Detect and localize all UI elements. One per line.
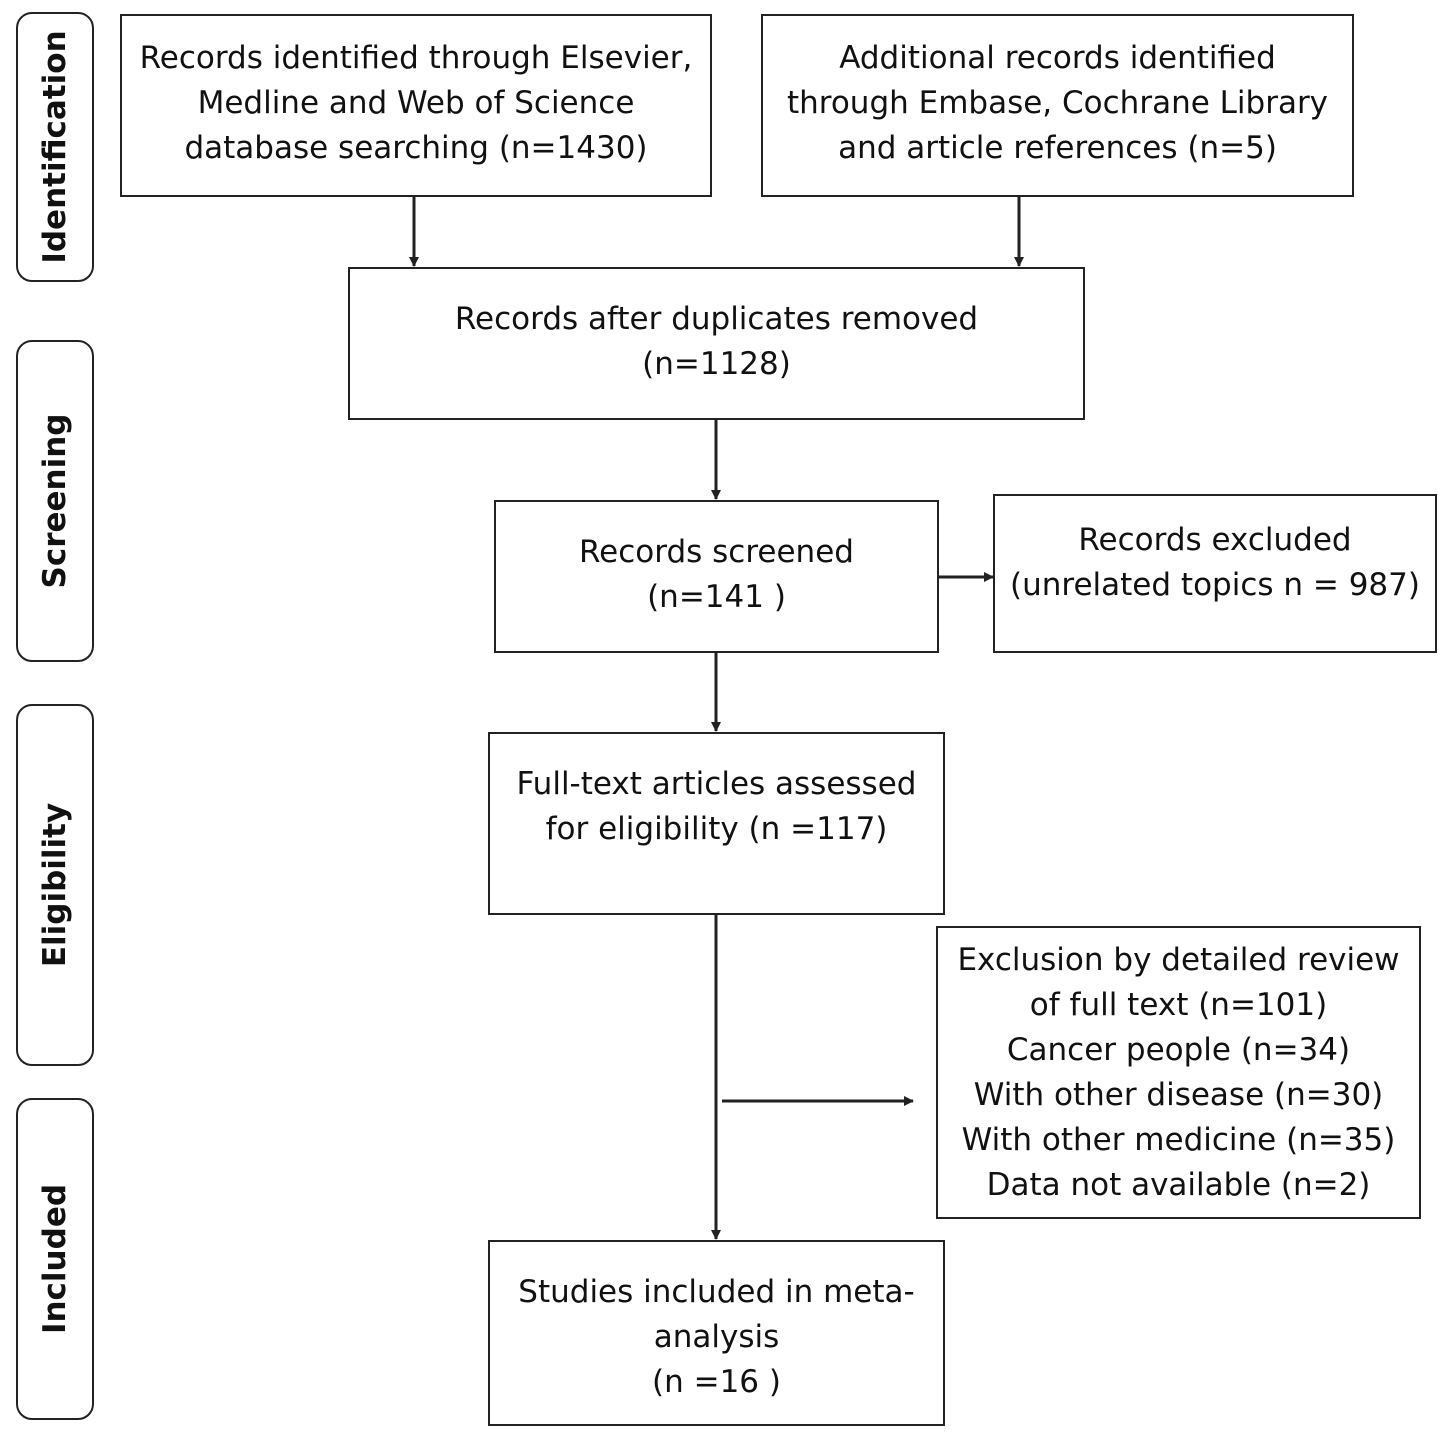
box-records-identified-databases: Records identified through Elsevier, Med… — [120, 14, 712, 197]
box-records-after-duplicates: Records after duplicates removed (n=1128… — [348, 267, 1085, 420]
box-text-line: analysis — [653, 1319, 780, 1355]
box-text-line: database searching (n=1430) — [184, 130, 648, 166]
box-text-line: for eligibility (n =117) — [545, 811, 888, 847]
box-additional-records: Additional records identified through Em… — [761, 14, 1354, 197]
box-text-line: Records identified through Elsevier, — [139, 40, 693, 76]
box-text-line: Cancer people (n=34) — [1006, 1032, 1351, 1068]
box-text-line: Records screened — [579, 534, 854, 570]
box-fulltext-assessed: Full-text articles assessed for eligibil… — [488, 732, 945, 915]
box-text-line: Full-text articles assessed — [516, 766, 917, 802]
box-fulltext-excluded: Exclusion by detailed review of full tex… — [936, 926, 1421, 1219]
box-text-line: of full text (n=101) — [1029, 987, 1328, 1023]
stage-included: Included — [16, 1098, 94, 1420]
box-text-line: (n =16 ) — [652, 1364, 781, 1400]
box-text-line: Records after duplicates removed — [454, 301, 979, 337]
box-text-line: Records excluded — [1078, 522, 1352, 558]
box-text-line: Additional records identified — [839, 40, 1276, 76]
box-text-line: Exclusion by detailed review — [957, 942, 1400, 978]
box-studies-included: Studies included in meta- analysis (n =1… — [488, 1240, 945, 1426]
box-records-excluded: Records excluded (unrelated topics n = 9… — [993, 494, 1437, 653]
box-text-line: With other disease (n=30) — [973, 1077, 1384, 1113]
box-text-line: (unrelated topics n = 987) — [1010, 567, 1420, 603]
box-text-line: through Embase, Cochrane Library — [786, 85, 1329, 121]
box-text-line: Medline and Web of Science — [197, 85, 635, 121]
box-text-line: and article references (n=5) — [838, 130, 1277, 166]
stage-eligibility: Eligibility — [16, 704, 94, 1066]
box-text-line: (n=141 ) — [647, 579, 786, 615]
stage-identification: Identification — [16, 12, 94, 282]
box-records-screened: Records screened (n=141 ) — [494, 500, 939, 653]
stage-screening: Screening — [16, 340, 94, 662]
box-text-line: Studies included in meta- — [518, 1274, 915, 1310]
box-text-line: With other medicine (n=35) — [961, 1122, 1396, 1158]
box-text-line: (n=1128) — [642, 346, 791, 382]
box-text-line: Data not available (n=2) — [986, 1167, 1371, 1203]
